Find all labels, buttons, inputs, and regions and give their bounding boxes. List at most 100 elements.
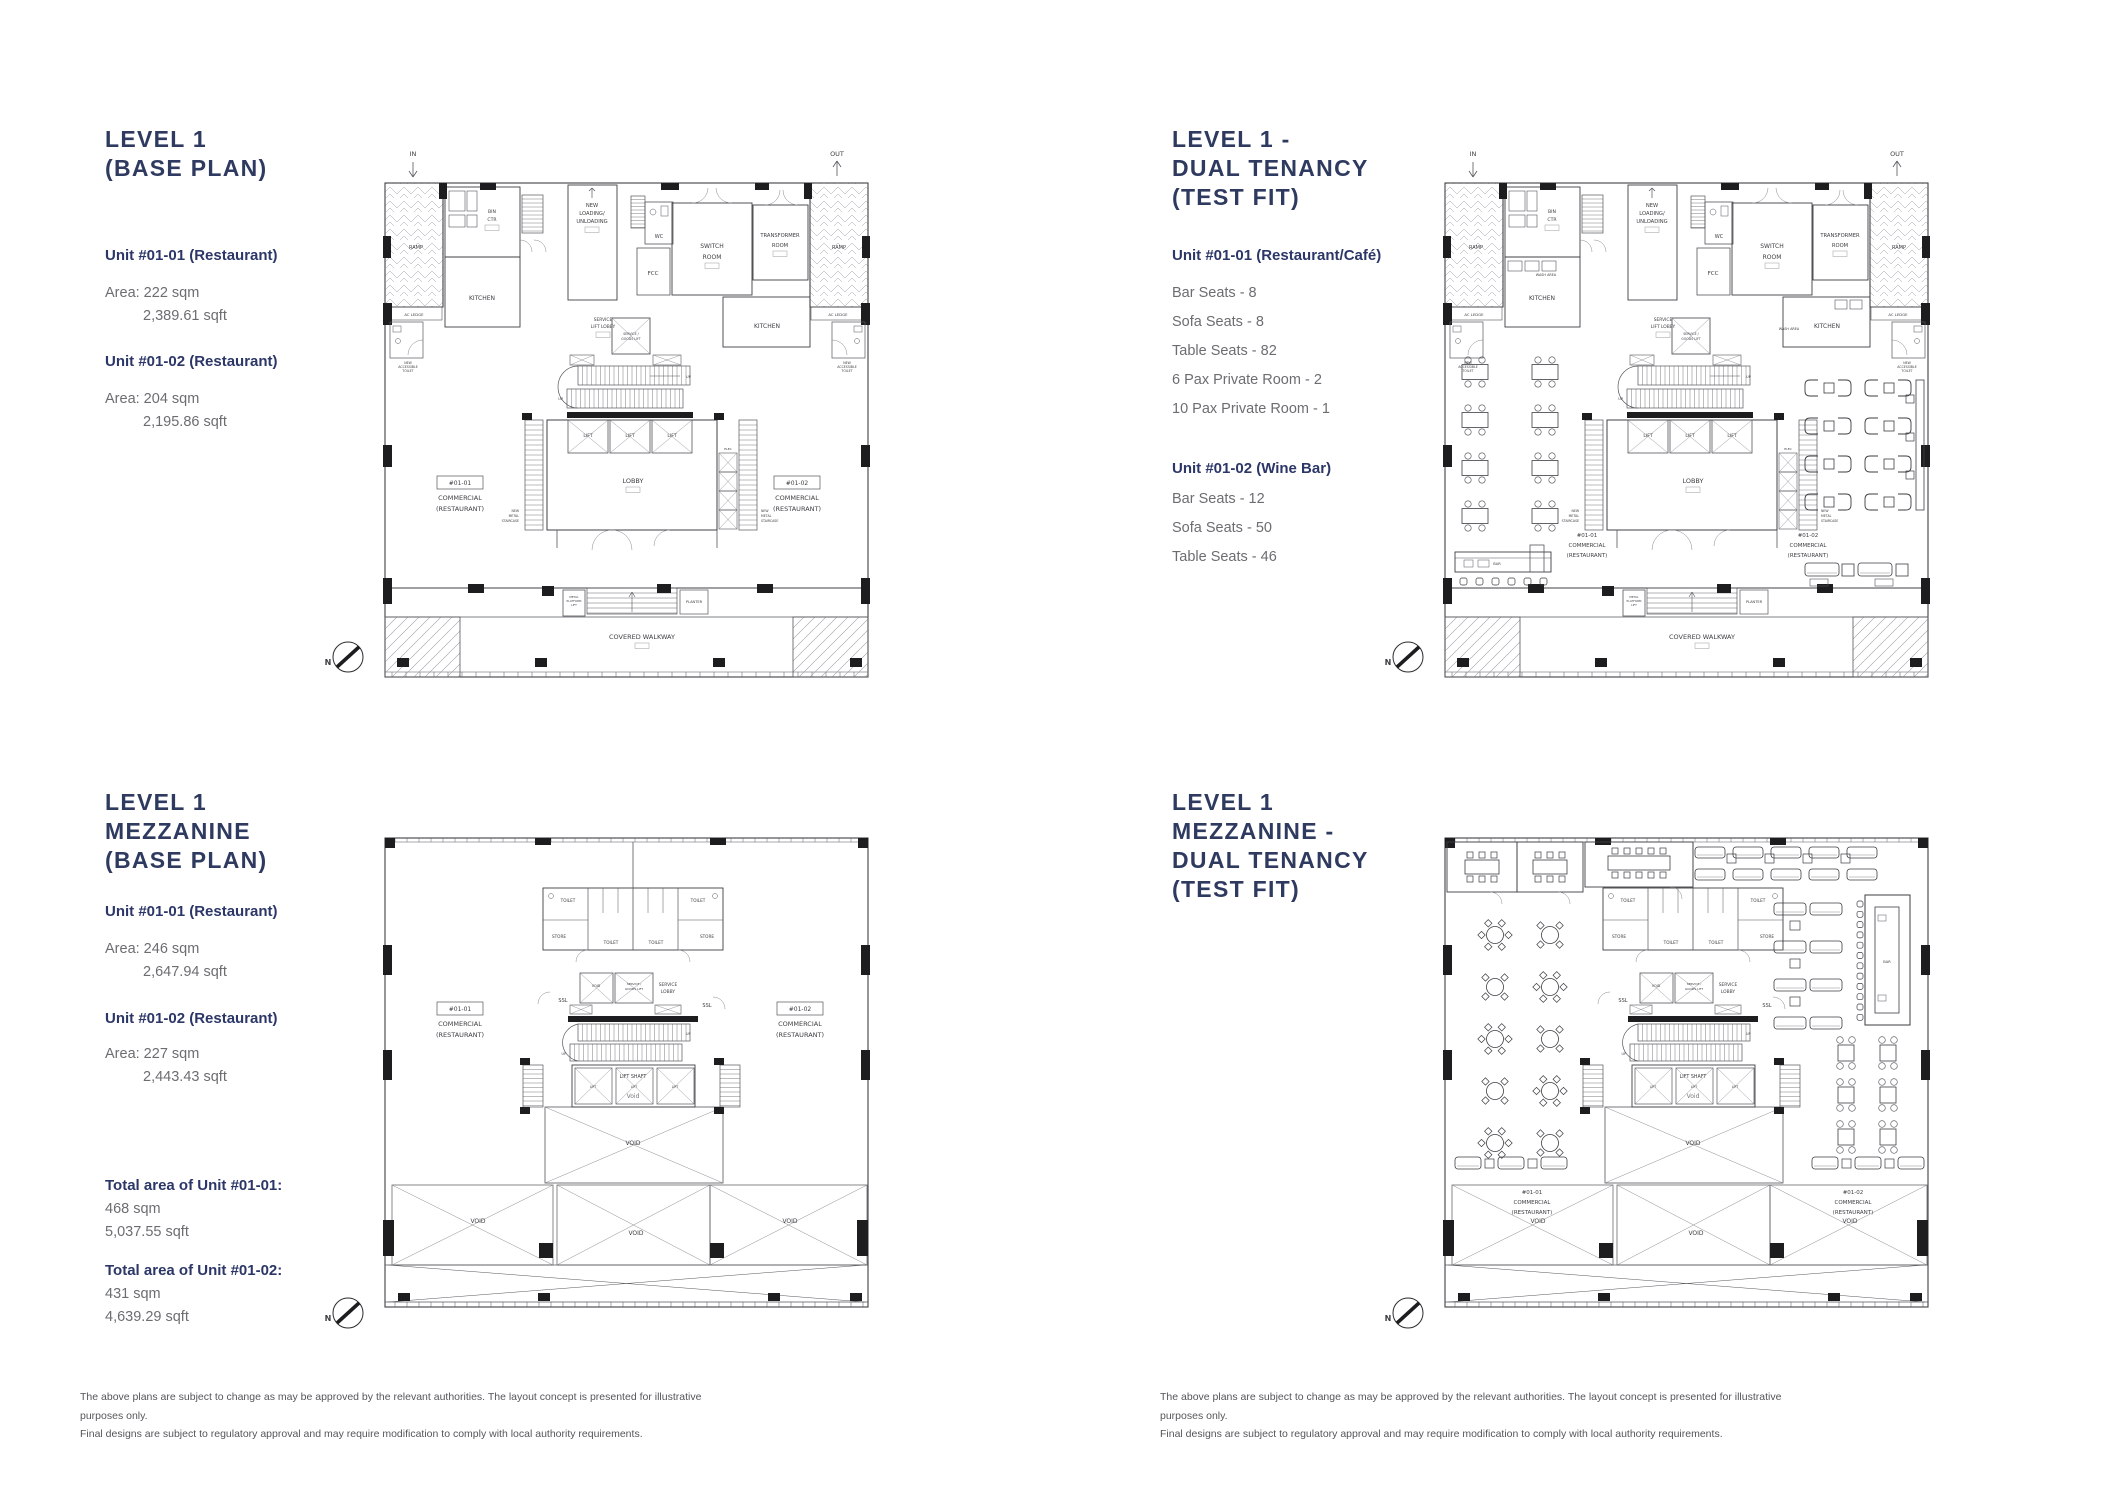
plan-label-toilet: TOILET (1620, 898, 1636, 903)
plan-label-ssl: SSL (702, 1003, 711, 1009)
plan-label-void: VOID (628, 1230, 643, 1237)
plan-label-lift_lobby: LIFT LOBBY (591, 324, 616, 330)
plan-label-wash_area: WASH AREA (1779, 327, 1800, 331)
plan-label-metal: METAL (761, 514, 772, 518)
plan-label-unit2: #01-02 (789, 1006, 812, 1013)
plan-label-lift: LIFT (1691, 1085, 1697, 1089)
plan-label-accessible: ACCESSIBLE (398, 365, 418, 369)
out-arrow-label: OUT (830, 150, 844, 158)
plan-label-commercial: COMMERCIAL (438, 1020, 482, 1028)
plan-label-commercial: COMMERCIAL (1569, 543, 1607, 549)
plan-label-lift_lobby: LIFT LOBBY (1651, 324, 1676, 330)
title-l1-base: LEVEL 1 (BASE PLAN) (105, 125, 268, 183)
unit-0101-sqft: 2,389.61 sqft (143, 308, 227, 324)
plan-label-ctr: CTR (1547, 217, 1557, 223)
plan-label-bin: BIN (1548, 209, 1556, 215)
plan-label-new: NEW (843, 361, 851, 365)
plan-label-kitchen: KITCHEN (1529, 295, 1555, 302)
plan-label-lift: LIFT (1631, 603, 1637, 607)
plan-label-kitchen: KITCHEN (754, 323, 780, 330)
plan-label-lift: LIFT (571, 603, 577, 607)
plan-label-planter: PLANTER (686, 600, 703, 604)
plan-label-service: SERVICE (659, 982, 678, 988)
plan-label-void_lc: Void (1687, 1093, 1700, 1100)
plan-label-commercial: COMMERCIAL (1790, 543, 1828, 549)
plan-label-restaurant: (RESTAURANT) (1512, 1210, 1553, 1216)
plan-label-unloading: UNLOADING (1636, 219, 1667, 225)
title-line: MEZZANINE (105, 818, 251, 844)
plan-label-void: VOID (1688, 1230, 1703, 1237)
plan-label-accessible: ACCESSIBLE (1458, 365, 1478, 369)
plan-label-up: UP (1746, 375, 1752, 379)
plan-label-unit2: #01-02 (786, 480, 809, 487)
fit-item: Table Seats - 46 (1172, 549, 1277, 565)
plan-label-lobby: LOBBY (1721, 989, 1736, 995)
plan-label-up: UP (1618, 397, 1624, 401)
title-line: DUAL TENANCY (1172, 155, 1369, 181)
mz-unit-0101-heading: Unit #01-01 (Restaurant) (105, 903, 278, 920)
plan-label-ssl: SSL (1618, 998, 1627, 1004)
plan-label-ramp: RAMP (1469, 245, 1483, 251)
disclaimer-right: The above plans are subject to change as… (1160, 1388, 1800, 1444)
disclaimer-line: The above plans are subject to change as… (80, 1391, 702, 1422)
plan-label-lift: LIFT (1685, 433, 1694, 439)
plan-label-void: VOID (1652, 984, 1661, 988)
plan-label-planter: PLANTER (1746, 600, 1763, 604)
plan-label-commercial: COMMERCIAL (1835, 1200, 1873, 1206)
total-0102-heading: Total area of Unit #01-02: (105, 1262, 283, 1279)
plan-label-store: STORE (1612, 934, 1626, 939)
plan-label-commercial: COMMERCIAL (438, 494, 482, 502)
plan-label-wc: WC (1715, 234, 1724, 240)
title-line: LEVEL 1 (105, 126, 207, 152)
plan-label-void: VOID (1685, 1140, 1700, 1147)
plan-label-toilet: TOILET (1750, 898, 1766, 903)
plan-label-restaurant: (RESTAURANT) (436, 505, 484, 513)
plan-label-toilet: TOILET (560, 898, 576, 903)
title-mz-base: LEVEL 1 MEZZANINE (BASE PLAN) (105, 788, 268, 875)
plan-label-loading: LOADING/ (1639, 211, 1665, 217)
plan-label-goods_lift: GOODS LIFT (1681, 337, 1700, 341)
title-line: LEVEL 1 (105, 789, 207, 815)
plan-label-unit2: #01-02 (1843, 1190, 1864, 1196)
plan-label-unit1: #01-01 (1522, 1190, 1543, 1196)
plan-label-accessible: ACCESSIBLE (837, 365, 857, 369)
plan-label-ramp: RAMP (409, 245, 423, 251)
plan-label-lift: LIFT (1643, 433, 1652, 439)
plan-label-staircase: STAIRCASE (1821, 519, 1838, 523)
plan-label-wc: WC (655, 234, 664, 240)
plan-label-kitchen: KITCHEN (469, 295, 495, 302)
north-indicator: N (1385, 658, 1392, 667)
title-line: LEVEL 1 - (1172, 126, 1291, 152)
plan-label-unit1: #01-01 (1577, 533, 1598, 539)
title-line: (BASE PLAN) (105, 847, 268, 873)
disclaimer-line: The above plans are subject to change as… (1160, 1391, 1782, 1422)
plan-label-unloading: UNLOADING (576, 219, 607, 225)
plan-label-goods_lift: GOODS LIFT (621, 337, 640, 341)
total-sqm: 468 sqm (105, 1201, 161, 1217)
plan-label-void: VOID (1842, 1218, 1857, 1225)
north-indicator: N (1385, 1314, 1392, 1323)
plan-label-toilet: TOILET (603, 940, 619, 945)
plan-label-lift: LIFT (583, 433, 592, 439)
plan-label-fcc: FCC (1708, 271, 1719, 277)
plan-label-toilet: TOILET (1900, 369, 1912, 373)
plan-label-restaurant: (RESTAURANT) (1567, 553, 1608, 559)
mz-unit-0101-sqft: 2,647.94 sqft (143, 964, 227, 980)
title-line: DUAL TENANCY (1172, 847, 1369, 873)
mz-unit-0102-heading: Unit #01-02 (Restaurant) (105, 1010, 278, 1027)
plan-label-goods_lift: GOODS LIFT (1685, 987, 1703, 991)
plan-label-service: SERVICE (1654, 317, 1673, 323)
fit-item: 10 Pax Private Room - 1 (1172, 401, 1330, 417)
plan-label-metal: METAL (569, 595, 579, 599)
unit-0101-heading: Unit #01-01 (Restaurant) (105, 247, 278, 264)
plan-label-elec: ELEC (724, 447, 732, 451)
plan-label-lobby: LOBBY (622, 477, 643, 485)
total-sqm: 431 sqm (105, 1286, 161, 1302)
plan-label-up: UP (686, 1032, 691, 1036)
plan-label-toilet: TOILET (401, 369, 413, 373)
total-sqft: 5,037.55 sqft (105, 1224, 189, 1240)
